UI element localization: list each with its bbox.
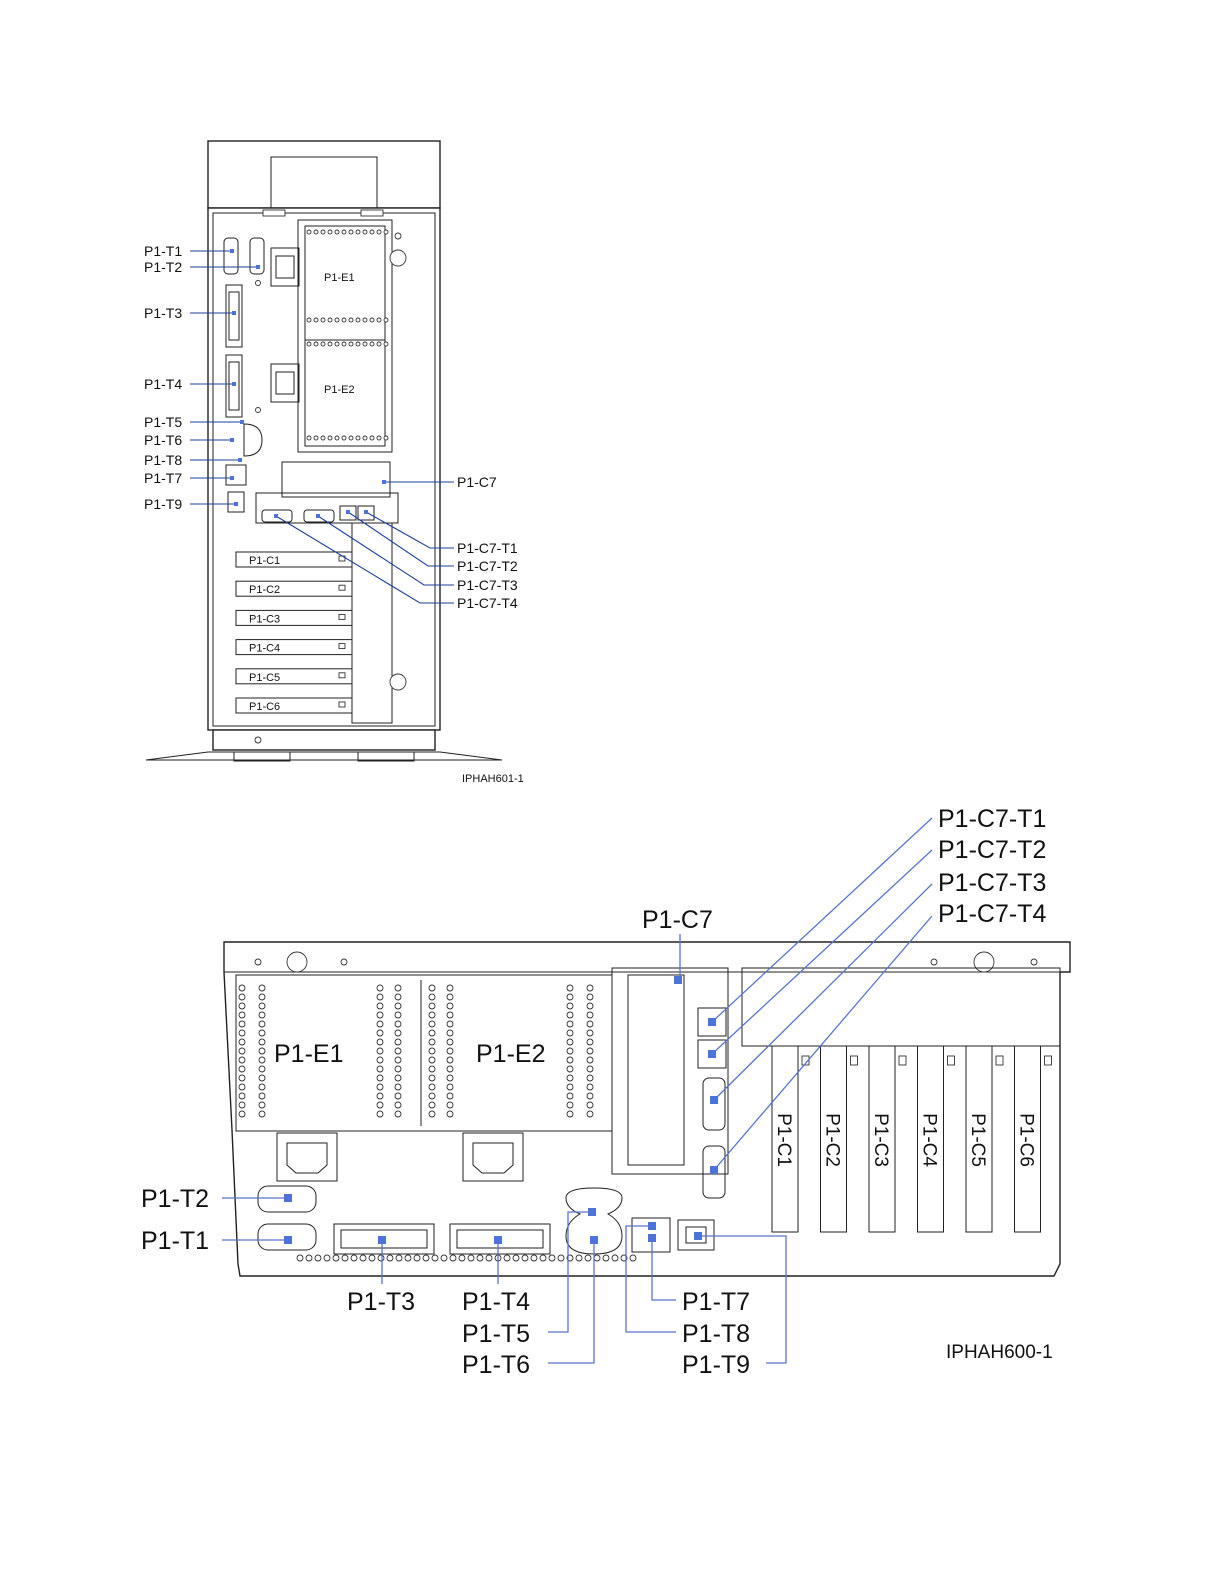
tower-callout-p1-c7-t3: P1-C7-T3: [457, 577, 518, 593]
tower-port-p1-c7-t1[interactable]: [357, 505, 375, 521]
rack-slot-label-p1-c1: P1-C1: [773, 1113, 794, 1167]
tower-callout-p1-t2: P1-T2: [144, 259, 182, 275]
rack-port-p1-c7-t2[interactable]: [697, 1039, 727, 1069]
rack-port-p1-t3[interactable]: [333, 1223, 435, 1255]
rack-callout-p1-t6: P1-T6: [462, 1351, 530, 1379]
tower-feet: [145, 751, 503, 761]
rack-chassis: [223, 941, 1071, 1277]
rack-callout-p1-t3: P1-T3: [347, 1288, 415, 1316]
tower-port-p1-t9[interactable]: [227, 491, 245, 513]
tower-callout-p1-t1: P1-T1: [144, 243, 182, 259]
rack-port-p1-t2[interactable]: [257, 1185, 317, 1213]
rack-p1-c7-card: [611, 967, 729, 1175]
tower-port-p1-t7-t8[interactable]: [225, 464, 247, 486]
tower-slot-label-p1-c1: P1-C1: [249, 555, 280, 567]
tower-slot-label-p1-c6: P1-C6: [249, 701, 280, 713]
rack-slot-p1-c5[interactable]: [965, 1045, 993, 1233]
tower-chassis: [207, 207, 441, 731]
rack-callout-p1-c7-t2: P1-C7-T2: [938, 836, 1046, 864]
tower-label-p1-e1: P1-E1: [324, 272, 355, 284]
rack-label-p1-e2: P1-E2: [476, 1040, 545, 1068]
tower-inner-frame: [212, 212, 436, 727]
rack-slot-p1-c1[interactable]: [771, 1045, 799, 1233]
tower-power-bay: [297, 219, 393, 453]
rack-slot-label-p1-c3: P1-C3: [870, 1113, 891, 1167]
tower-port-p1-t3[interactable]: [225, 284, 243, 348]
rack-port-p1-c7-t1[interactable]: [697, 1007, 727, 1037]
rack-port-p1-t1[interactable]: [257, 1223, 317, 1251]
tower-power-inlet-2: [270, 363, 300, 403]
tower-port-p1-c7-t4[interactable]: [261, 509, 293, 523]
rack-slot-p1-c2[interactable]: [820, 1045, 847, 1233]
rack-figure-id: IPHAH600-1: [946, 1342, 1053, 1363]
rack-port-p1-c7-t3[interactable]: [702, 1077, 726, 1131]
rack-callout-p1-c7-t4: P1-C7-T4: [938, 900, 1046, 928]
rack-callout-p1-t9: P1-T9: [682, 1351, 750, 1379]
tower-slot-label-p1-c2: P1-C2: [249, 584, 280, 596]
tower-port-p1-c7-t3[interactable]: [303, 509, 335, 523]
tower-callout-p1-t3: P1-T3: [144, 305, 182, 321]
tower-callout-p1-c7-t4: P1-C7-T4: [457, 595, 518, 611]
rack-callout-p1-t4: P1-T4: [462, 1288, 530, 1316]
rack-slot-p1-c4[interactable]: [917, 1045, 944, 1233]
rack-callout-p1-t1: P1-T1: [141, 1227, 209, 1255]
tower-power-inlet-1: [270, 247, 300, 287]
tower-top-cover: [207, 140, 441, 209]
tower-callout-p1-c7: P1-C7: [457, 474, 497, 490]
tower-callout-p1-t5: P1-T5: [144, 414, 182, 430]
tower-port-p1-t4[interactable]: [225, 354, 243, 418]
rack-callout-p1-t5: P1-T5: [462, 1320, 530, 1348]
rack-slot-p1-c6[interactable]: [1014, 1045, 1041, 1233]
rack-power-inlet-2: [462, 1132, 524, 1182]
rack-callout-p1-c7: P1-C7: [642, 906, 713, 934]
rack-port-p1-t9[interactable]: [677, 1219, 715, 1251]
tower-port-p1-t5-t6[interactable]: [243, 423, 263, 457]
rack-callout-p1-t2: P1-T2: [141, 1185, 209, 1213]
rack-callout-p1-c7-t3: P1-C7-T3: [938, 869, 1046, 897]
tower-callout-p1-t4: P1-T4: [144, 376, 182, 392]
rack-port-p1-t7-t8[interactable]: [631, 1217, 671, 1253]
tower-callout-p1-t8: P1-T8: [144, 452, 182, 468]
tower-label-p1-e2: P1-E2: [324, 384, 355, 396]
rack-port-p1-c7-t4[interactable]: [702, 1145, 726, 1199]
tower-slot-label-p1-c5: P1-C5: [249, 672, 280, 684]
tower-callout-p1-t6: P1-T6: [144, 432, 182, 448]
tower-right-column: [351, 522, 393, 724]
rack-callout-p1-t7: P1-T7: [682, 1288, 750, 1316]
tower-slot-label-p1-c3: P1-C3: [249, 613, 280, 625]
tower-port-p1-t2[interactable]: [249, 237, 265, 275]
tower-callout-p1-t7: P1-T7: [144, 470, 182, 486]
rack-slot-p1-c3[interactable]: [868, 1045, 896, 1233]
tower-port-p1-c7-t2[interactable]: [339, 505, 357, 521]
rack-slot-label-p1-c2: P1-C2: [822, 1113, 843, 1167]
tower-callout-p1-c7-t2: P1-C7-T2: [457, 558, 518, 574]
rack-slot-label-p1-c5: P1-C5: [967, 1113, 988, 1167]
rack-slot-label-p1-c4: P1-C4: [919, 1113, 940, 1167]
rack-port-p1-t5-t6[interactable]: [565, 1187, 623, 1255]
rack-port-p1-t4[interactable]: [449, 1223, 551, 1255]
rack-label-p1-e1: P1-E1: [274, 1040, 343, 1068]
rack-slot-label-p1-c6: P1-C6: [1016, 1113, 1037, 1167]
rack-callout-p1-t8: P1-T8: [682, 1320, 750, 1348]
tower-port-p1-t1[interactable]: [223, 237, 239, 275]
rack-callout-p1-c7-t1: P1-C7-T1: [938, 805, 1046, 833]
tower-view-figure: P1-E1 P1-E2 P1-C1P1-C2P1-C3P1-C4P1-C5P1-…: [144, 140, 524, 785]
tower-callout-p1-t9: P1-T9: [144, 496, 182, 512]
rack-slot-bay-top: [741, 967, 1061, 1047]
tower-p1-c7-card: [281, 461, 391, 498]
tower-base: [212, 729, 436, 751]
tower-slot-label-p1-c4: P1-C4: [249, 643, 280, 655]
tower-callout-p1-c7-t1: P1-C7-T1: [457, 540, 518, 556]
rack-power-inlet-1: [276, 1132, 338, 1182]
tower-figure-id: IPHAH601-1: [462, 773, 524, 785]
